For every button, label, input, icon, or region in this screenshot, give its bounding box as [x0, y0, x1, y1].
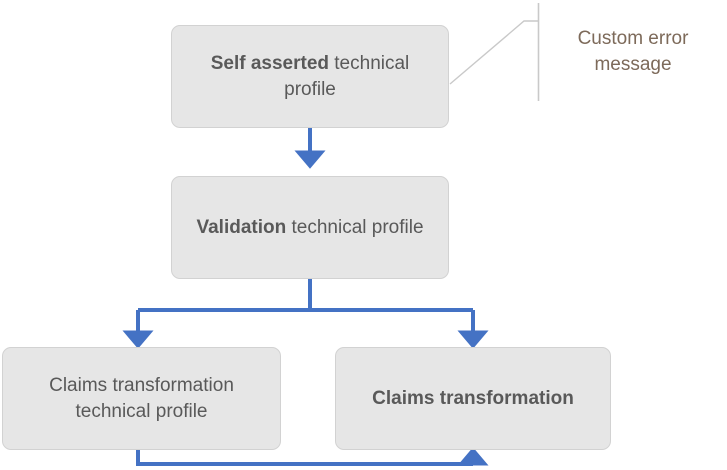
node-self-asserted-label: Self asserted technical profile — [184, 51, 436, 101]
node-validation-label: Validation technical profile — [196, 215, 423, 240]
node-validation-technical-profile[interactable]: Validation technical profile — [171, 176, 449, 279]
edge-validation-split — [122, 279, 489, 349]
callout-line-2: message — [594, 54, 672, 76]
node-validation-label-rest: technical profile — [286, 216, 424, 238]
node-claims-transformation-technical-profile[interactable]: Claims transformation technical profile — [2, 347, 281, 450]
callout-leader — [449, 3, 540, 101]
node-claims-transformation-label: Claims transformation — [372, 387, 574, 409]
edge-loop-back-to-claims-transformation — [136, 447, 489, 466]
node-self-asserted-label-bold: Self asserted — [210, 53, 329, 75]
node-validation-label-bold: Validation — [196, 216, 287, 238]
node-claims-transformation-technical-profile-label: Claims transformation technical profile — [49, 375, 234, 422]
callout-custom-error-message: Custom error message — [551, 26, 715, 78]
node-claims-transformation[interactable]: Claims transformation — [335, 347, 611, 450]
callout-line-1: Custom error — [577, 28, 689, 49]
node-self-asserted-label-rest: technical profile — [284, 53, 410, 100]
node-self-asserted-technical-profile[interactable]: Self asserted technical profile — [171, 25, 449, 128]
